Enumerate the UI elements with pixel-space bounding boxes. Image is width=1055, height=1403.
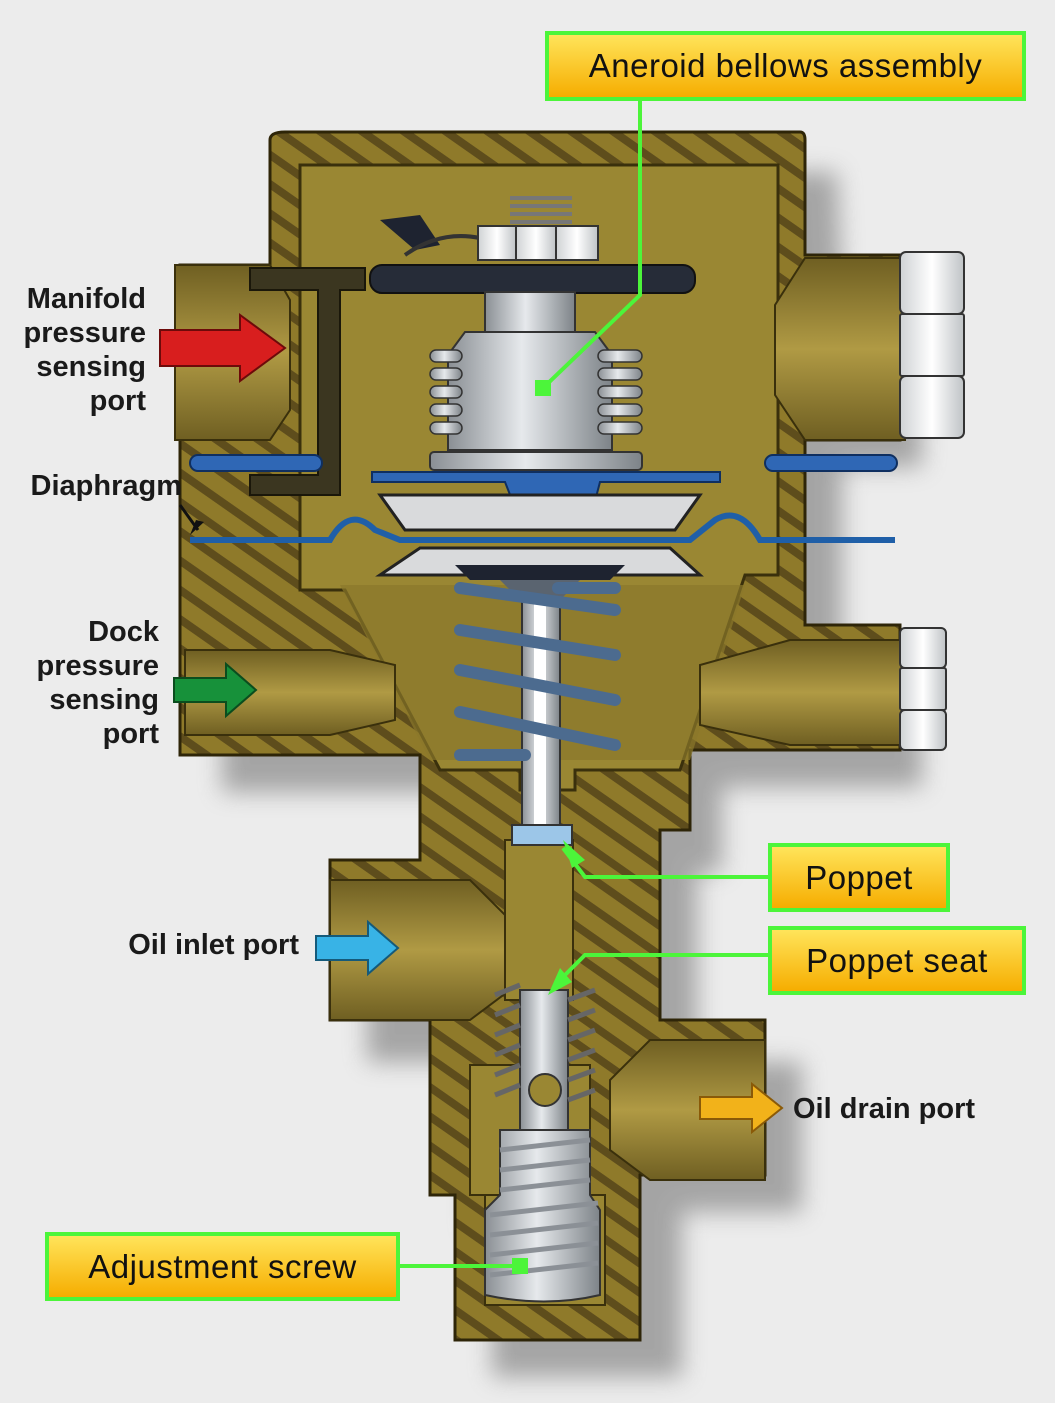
right-upper-port-bore xyxy=(774,257,906,441)
screw-leader-dot xyxy=(512,1258,528,1274)
diaphragm-label: Diaphragm xyxy=(30,470,182,502)
clip xyxy=(380,215,440,250)
wire xyxy=(403,234,481,257)
dock-arrow-icon xyxy=(173,661,258,719)
poppet-seat-callout: Poppet seat xyxy=(768,926,1026,995)
oil-drain-label: Oil drain port xyxy=(793,1093,976,1125)
diaphragm-pointer-head xyxy=(190,520,204,535)
aneroid-leader-dot xyxy=(535,380,551,396)
dock-port-bore xyxy=(184,649,396,736)
manifold-port-label: Manifold pressure sensing port xyxy=(23,283,146,417)
bracket xyxy=(249,267,366,496)
coil-spring xyxy=(454,582,621,761)
dock-port-label: Dock pressure sensing port xyxy=(36,616,159,750)
screw-assembly xyxy=(484,982,601,1303)
adjustment-screw-callout: Adjustment screw xyxy=(45,1232,400,1301)
manifold-arrow-icon xyxy=(159,313,287,383)
top-plate xyxy=(369,264,696,294)
aneroid-callout: Aneroid bellows assembly xyxy=(545,31,1026,101)
upper-hex-fitting xyxy=(899,251,965,439)
poppet-callout: Poppet xyxy=(768,843,950,912)
top-nuts xyxy=(477,225,599,261)
poppet-stem xyxy=(455,565,625,846)
right-lower-port-bore xyxy=(699,639,906,746)
poppet-leader-arrow xyxy=(563,840,585,868)
oil-inlet-label: Oil inlet port xyxy=(128,929,299,961)
lower-hex-fitting xyxy=(899,627,947,751)
inlet-arrow-icon xyxy=(315,919,400,977)
top-spring xyxy=(510,196,572,224)
oil-drain-bore xyxy=(609,1039,766,1181)
seat-leader-arrow xyxy=(548,968,572,995)
drain-arrow-icon xyxy=(699,1081,784,1135)
